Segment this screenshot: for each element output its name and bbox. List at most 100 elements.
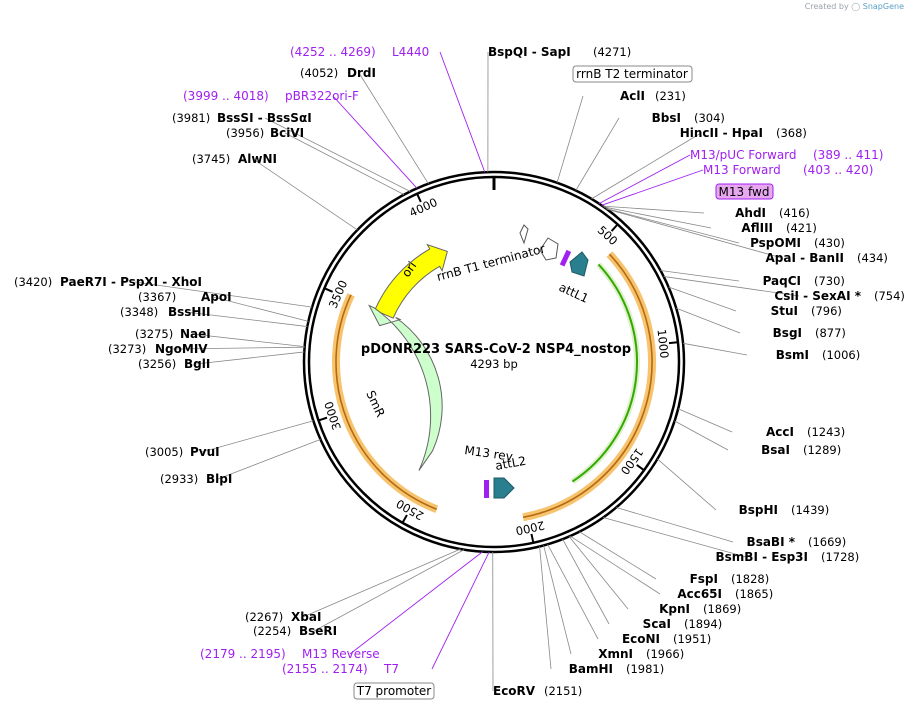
enzyme-position: (3348)	[120, 305, 158, 319]
enzyme-name: BspQI - SapI	[488, 45, 571, 59]
enzyme-leader-line	[217, 439, 321, 480]
t7-promoter-box: T7 promoter	[353, 682, 435, 700]
enzyme-position: (1669)	[808, 535, 846, 549]
enzyme-leader-line	[543, 545, 572, 655]
enzyme-leader-line	[569, 535, 661, 595]
tick-mark	[636, 464, 646, 472]
enzyme-position: (3256)	[138, 357, 176, 371]
enzyme-leader-line	[191, 333, 305, 348]
attl1-label: attL1	[557, 280, 591, 306]
leader-lines	[134, 51, 800, 692]
attl1-purple-bar	[559, 249, 572, 267]
enzyme-leader-line	[668, 286, 737, 312]
svg-text:M13 fwd: M13 fwd	[719, 185, 770, 199]
primer-name: M13/pUC Forward	[690, 148, 797, 162]
enzyme-name: BsgI	[773, 326, 802, 340]
primer-name: M13 Forward	[703, 163, 781, 177]
enzyme-position: (730)	[814, 274, 845, 288]
enzyme-name: NaeI	[180, 327, 211, 341]
enzyme-name: BbsI	[652, 111, 681, 125]
primer-leader-line	[332, 95, 418, 189]
orf-arc-left-line	[335, 294, 438, 510]
primer-leader-line	[598, 154, 691, 205]
attl2-purple-bar	[484, 480, 489, 498]
enzyme-position: (430)	[814, 236, 845, 250]
enzyme-leader-line	[252, 158, 358, 231]
rrnb-t1-label: rrnB T1 terminator	[435, 241, 547, 283]
label-layer: BspQI - SapI(4271)AclI(231)BbsI(304)Hinc…	[14, 45, 905, 698]
enzyme-leader-line	[602, 205, 705, 214]
plasmid-size: 4293 bp	[470, 357, 518, 371]
enzyme-name: AccI	[766, 425, 794, 439]
orf-arc-green-line	[571, 263, 638, 483]
primer-range: (2179 .. 2195)	[200, 647, 286, 661]
enzyme-leader-line	[134, 281, 313, 308]
enzyme-leader-line	[683, 342, 748, 356]
enzyme-name: NgoMIV	[155, 342, 208, 356]
primer-range: (403 .. 420)	[803, 163, 873, 177]
enzyme-position: (1828)	[731, 572, 769, 586]
enzyme-leader-line	[195, 351, 305, 365]
enzyme-position: (1951)	[673, 632, 711, 646]
primer-leader-line	[431, 551, 490, 670]
enzyme-position: (1865)	[735, 587, 773, 601]
enzyme-name: HincII - HpaI	[680, 126, 763, 140]
enzyme-leader-line	[674, 420, 729, 451]
enzyme-position: (1894)	[684, 617, 722, 631]
enzyme-leader-line	[660, 270, 740, 282]
enzyme-position: (877)	[815, 326, 846, 340]
primer-leader-line	[349, 551, 484, 655]
enzyme-leader-line	[358, 72, 429, 184]
enzyme-position: (1728)	[821, 550, 859, 564]
enzyme-leader-line	[591, 132, 702, 200]
enzyme-name: BsaI	[761, 443, 790, 457]
enzyme-position: (1981)	[626, 662, 664, 676]
enzyme-leader-line	[201, 420, 314, 453]
enzyme-position: (1006)	[822, 348, 860, 362]
tick-mark	[323, 286, 333, 293]
enzyme-name: EcoNI	[622, 632, 660, 646]
tick-mark	[668, 341, 680, 345]
enzyme-name: EcoRV	[493, 684, 536, 698]
enzyme-leader-line	[603, 517, 747, 558]
enzyme-leader-line	[539, 546, 552, 670]
primer-leader-line	[439, 51, 486, 173]
enzyme-position: (304)	[694, 111, 725, 125]
enzyme-leader-line	[568, 536, 629, 610]
enzyme-leader-line	[172, 346, 305, 350]
enzyme-leader-line	[575, 117, 620, 191]
primer-range: (4252 .. 4269)	[290, 45, 376, 59]
enzyme-leader-line	[264, 117, 411, 192]
rrnb-t2-box: rrnB T2 terminator	[572, 65, 693, 83]
enzyme-name: PaqCI	[763, 274, 801, 288]
enzyme-name: BspHI	[739, 503, 778, 517]
enzyme-position: (416)	[779, 206, 810, 220]
svg-text:rrnB T2 terminator: rrnB T2 terminator	[576, 67, 688, 81]
attl1-feature	[569, 251, 589, 277]
enzyme-leader-line	[302, 548, 461, 618]
m13-fwd-box: M13 fwd	[715, 183, 774, 200]
enzyme-leader-line	[556, 95, 584, 183]
enzyme-position: (4271)	[593, 45, 631, 59]
enzyme-name: StuI	[771, 304, 798, 318]
enzyme-name: ApaI - BanII	[766, 251, 845, 265]
primer-range: (389 .. 411)	[813, 148, 883, 162]
primer-range: (2155 .. 2174)	[282, 662, 368, 676]
enzyme-leader-line	[313, 549, 465, 632]
enzyme-name: AclI	[620, 89, 645, 103]
enzyme-position: (796)	[811, 304, 842, 318]
smr-feature	[368, 304, 443, 471]
enzyme-leader-line	[212, 296, 309, 322]
enzyme-name: CsiI - SexAI *	[774, 289, 861, 303]
enzyme-position: (3005)	[145, 445, 183, 459]
enzyme-position: (2254)	[253, 624, 291, 638]
enzyme-name: BseRI	[299, 624, 337, 638]
rrnb-t2-terminator-icon	[519, 224, 529, 245]
attl2-feature	[493, 477, 515, 499]
enzyme-position: (2267)	[245, 610, 283, 624]
tick-label: 1000	[654, 329, 671, 360]
tick-mark	[610, 222, 620, 232]
orf-arc-right-line	[522, 253, 653, 519]
ori-feature	[374, 243, 448, 319]
